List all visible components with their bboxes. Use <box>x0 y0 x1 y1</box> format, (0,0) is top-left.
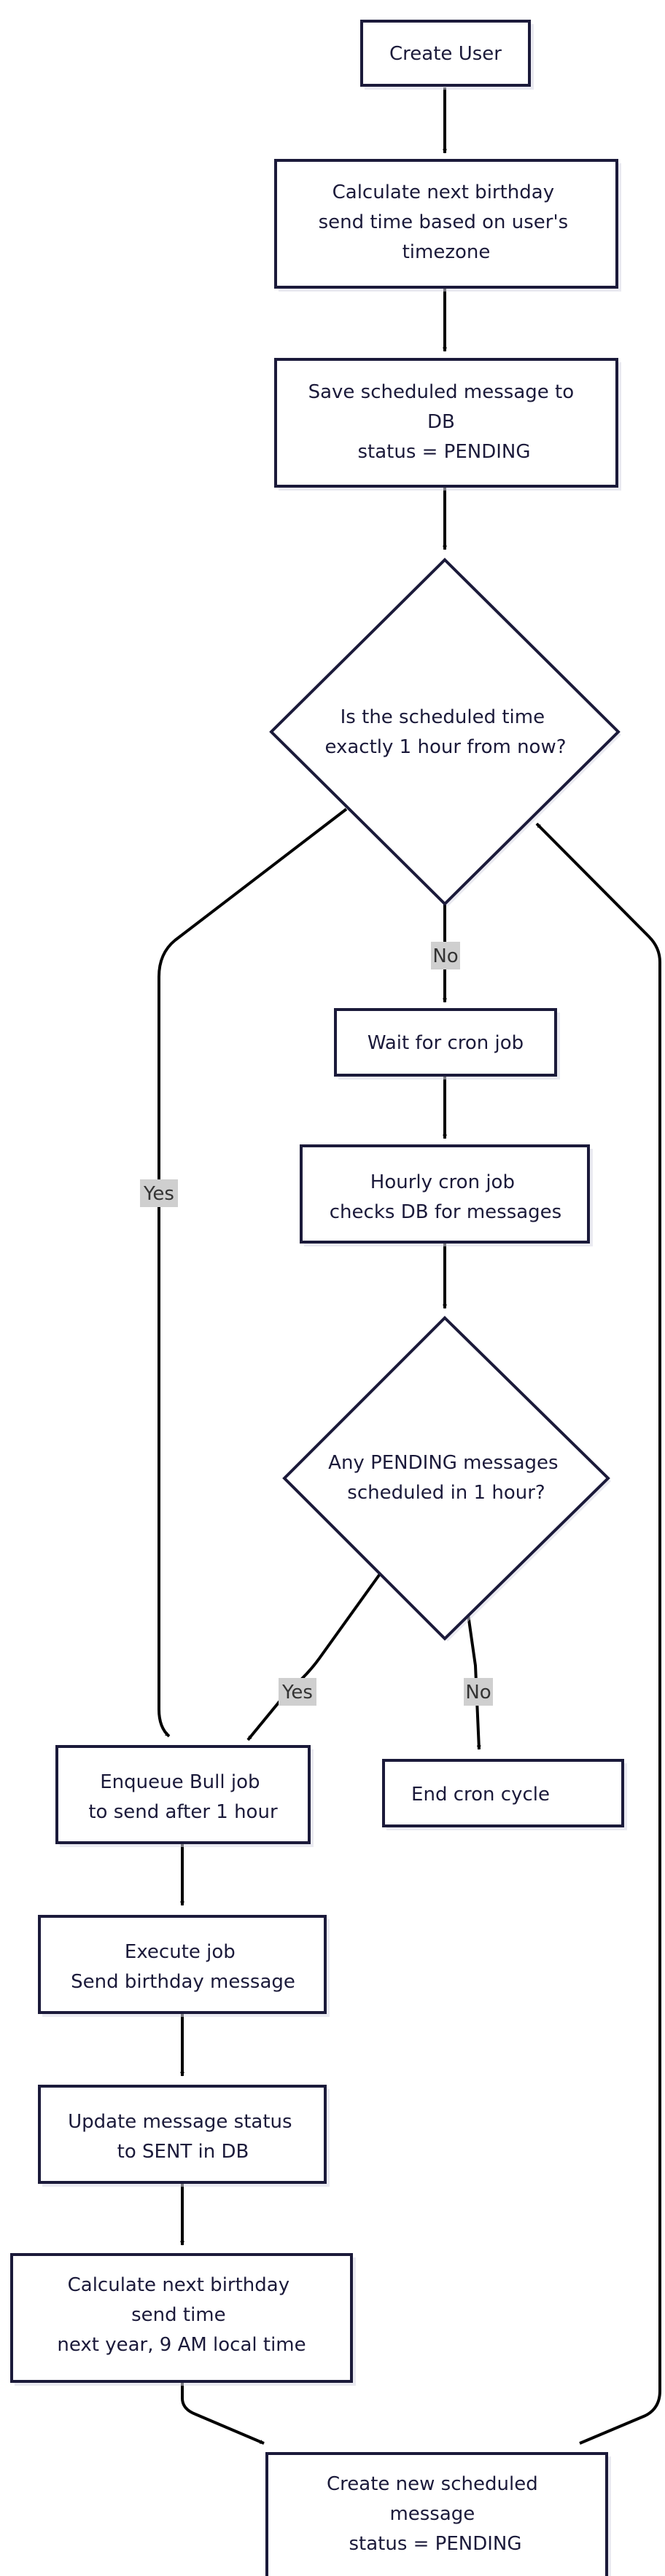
node-text-line: Send birthday message <box>71 1971 295 1993</box>
node-box <box>360 20 531 87</box>
node-text-line: Update message status <box>68 2111 292 2133</box>
node-execute-job[interactable]: Execute job Send birthday message <box>38 1915 330 2017</box>
node-wait-cron[interactable]: Wait for cron job <box>334 1008 560 1080</box>
svg-text:End cron cycle: End cron cycle <box>411 1784 550 1806</box>
node-update-status[interactable]: Update message status to SENT in DB <box>38 2085 330 2187</box>
node-text-line: Create User <box>389 43 502 65</box>
node-box <box>38 2085 327 2184</box>
node-box <box>265 2452 608 2576</box>
edge-decision-pending-to-end-cron <box>467 1614 481 1750</box>
svg-text:Create new scheduled mes: Create new scheduled message status = PE… <box>327 2473 544 2555</box>
node-text-line: to SENT in DB <box>117 2141 249 2163</box>
node-text-line: Calculate next birthday <box>332 182 554 203</box>
node-box <box>55 1745 311 1844</box>
node-text-line: Hourly cron job <box>370 1171 515 1193</box>
node-text-line: Wait for cron job <box>368 1032 524 1054</box>
decision-diamond <box>282 1316 610 1641</box>
edge-label-text: Yes <box>143 1183 174 1205</box>
node-text-line: message <box>389 2503 475 2525</box>
svg-text:Save scheduled message to: Save scheduled message to DB status = PE… <box>308 381 580 463</box>
node-text-line: exactly 1 hour from now? <box>324 736 566 758</box>
edge-calc-next-year-to-create-new-message <box>181 2380 265 2445</box>
edges <box>158 87 661 2445</box>
node-text-line: Enqueue Bull job <box>100 1771 260 1793</box>
node-hourly-cron[interactable]: Hourly cron job checks DB for messages <box>300 1144 593 1246</box>
svg-text:Enqueue Bull job to send: Enqueue Bull job to send after 1 hour <box>88 1771 278 1823</box>
svg-text:Update message status to: Update message status to SENT in DB <box>68 2111 298 2163</box>
node-box <box>334 1008 557 1077</box>
node-create-new-message[interactable]: Create new scheduled message status = PE… <box>265 2452 611 2576</box>
node-box <box>10 2253 353 2383</box>
edge-create-new-message-to-decision-hour <box>535 822 661 2445</box>
node-calc-birthday: Calculate next birthday send time based … <box>274 159 621 292</box>
node-text-line: End cron cycle <box>411 1784 550 1806</box>
node-text-line: Create new scheduled <box>327 2473 538 2495</box>
svg-text:Create User: Create User <box>389 43 502 65</box>
node-decision-pending[interactable]: Any PENDING messages scheduled in 1 hour… <box>282 1316 611 1642</box>
node-text-line: status = PENDING <box>357 441 530 463</box>
edge-label-decision-hour-no: No <box>431 942 460 969</box>
edge-label-text: Yes <box>281 1682 313 1703</box>
node-text-line: Execute job <box>125 1941 236 1963</box>
edge-label-text: No <box>465 1682 491 1703</box>
svg-text:Is the scheduled time ex: Is the scheduled time exactly 1 hour fro… <box>324 706 566 758</box>
svg-text:Any PENDING messages sch: Any PENDING messages scheduled in 1 hour… <box>328 1452 564 1504</box>
node-text-line: next year, 9 AM local time <box>57 2334 306 2356</box>
edge-label-decision-hour-yes: Yes <box>140 1179 178 1207</box>
node-box <box>38 1915 327 2014</box>
edge-label-decision-pending-yes: Yes <box>279 1678 316 1706</box>
node-text-line: to send after 1 hour <box>88 1801 278 1823</box>
edge-decision-pending-to-enqueue-job <box>246 1572 382 1741</box>
svg-text:Execute job Send birthda: Execute job Send birthday message <box>71 1941 295 1993</box>
node-box <box>274 159 618 289</box>
svg-text:Calculate next birthday: Calculate next birthday send time next y… <box>57 2274 306 2356</box>
node-text-line: send time based on user's <box>319 211 569 233</box>
node-text-line: timezone <box>402 241 491 263</box>
edge-decision-hour-to-enqueue-job <box>158 808 348 1738</box>
node-box <box>300 1144 590 1244</box>
node-box <box>382 1759 624 1827</box>
node-text-line: Any PENDING messages <box>328 1452 558 1474</box>
node-create-user: Create User <box>360 20 534 90</box>
node-text-line: Calculate next birthday <box>68 2274 289 2296</box>
node-text-line: Save scheduled message to <box>308 381 575 403</box>
edge-label-decision-pending-no: No <box>464 1678 493 1706</box>
edge-label-text: No <box>432 945 458 967</box>
node-calc-next-year[interactable]: Calculate next birthday send time next y… <box>10 2253 356 2386</box>
node-text-line: send time <box>131 2304 226 2326</box>
node-text-line: scheduled in 1 hour? <box>347 1482 545 1504</box>
node-end-cron[interactable]: End cron cycle <box>382 1759 627 1830</box>
node-text-line: status = PENDING <box>349 2533 521 2555</box>
node-text-line: DB <box>427 411 455 433</box>
decision-diamond <box>269 558 621 906</box>
node-decision-hour[interactable]: Is the scheduled time exactly 1 hour fro… <box>269 558 621 907</box>
node-text-line: Is the scheduled time <box>341 706 545 728</box>
svg-text:Wait for cron job: Wait for cron job <box>368 1032 524 1054</box>
node-enqueue-job[interactable]: Enqueue Bull job to send after 1 hour <box>55 1745 314 1847</box>
node-save-message: Save scheduled message to DB status = PE… <box>274 358 621 491</box>
node-text-line: checks DB for messages <box>330 1201 561 1223</box>
svg-text:Hourly cron job checks D: Hourly cron job checks DB for messages <box>330 1171 561 1223</box>
svg-text:Calculate next birthday: Calculate next birthday send time based … <box>319 182 575 263</box>
node-box <box>274 358 618 488</box>
